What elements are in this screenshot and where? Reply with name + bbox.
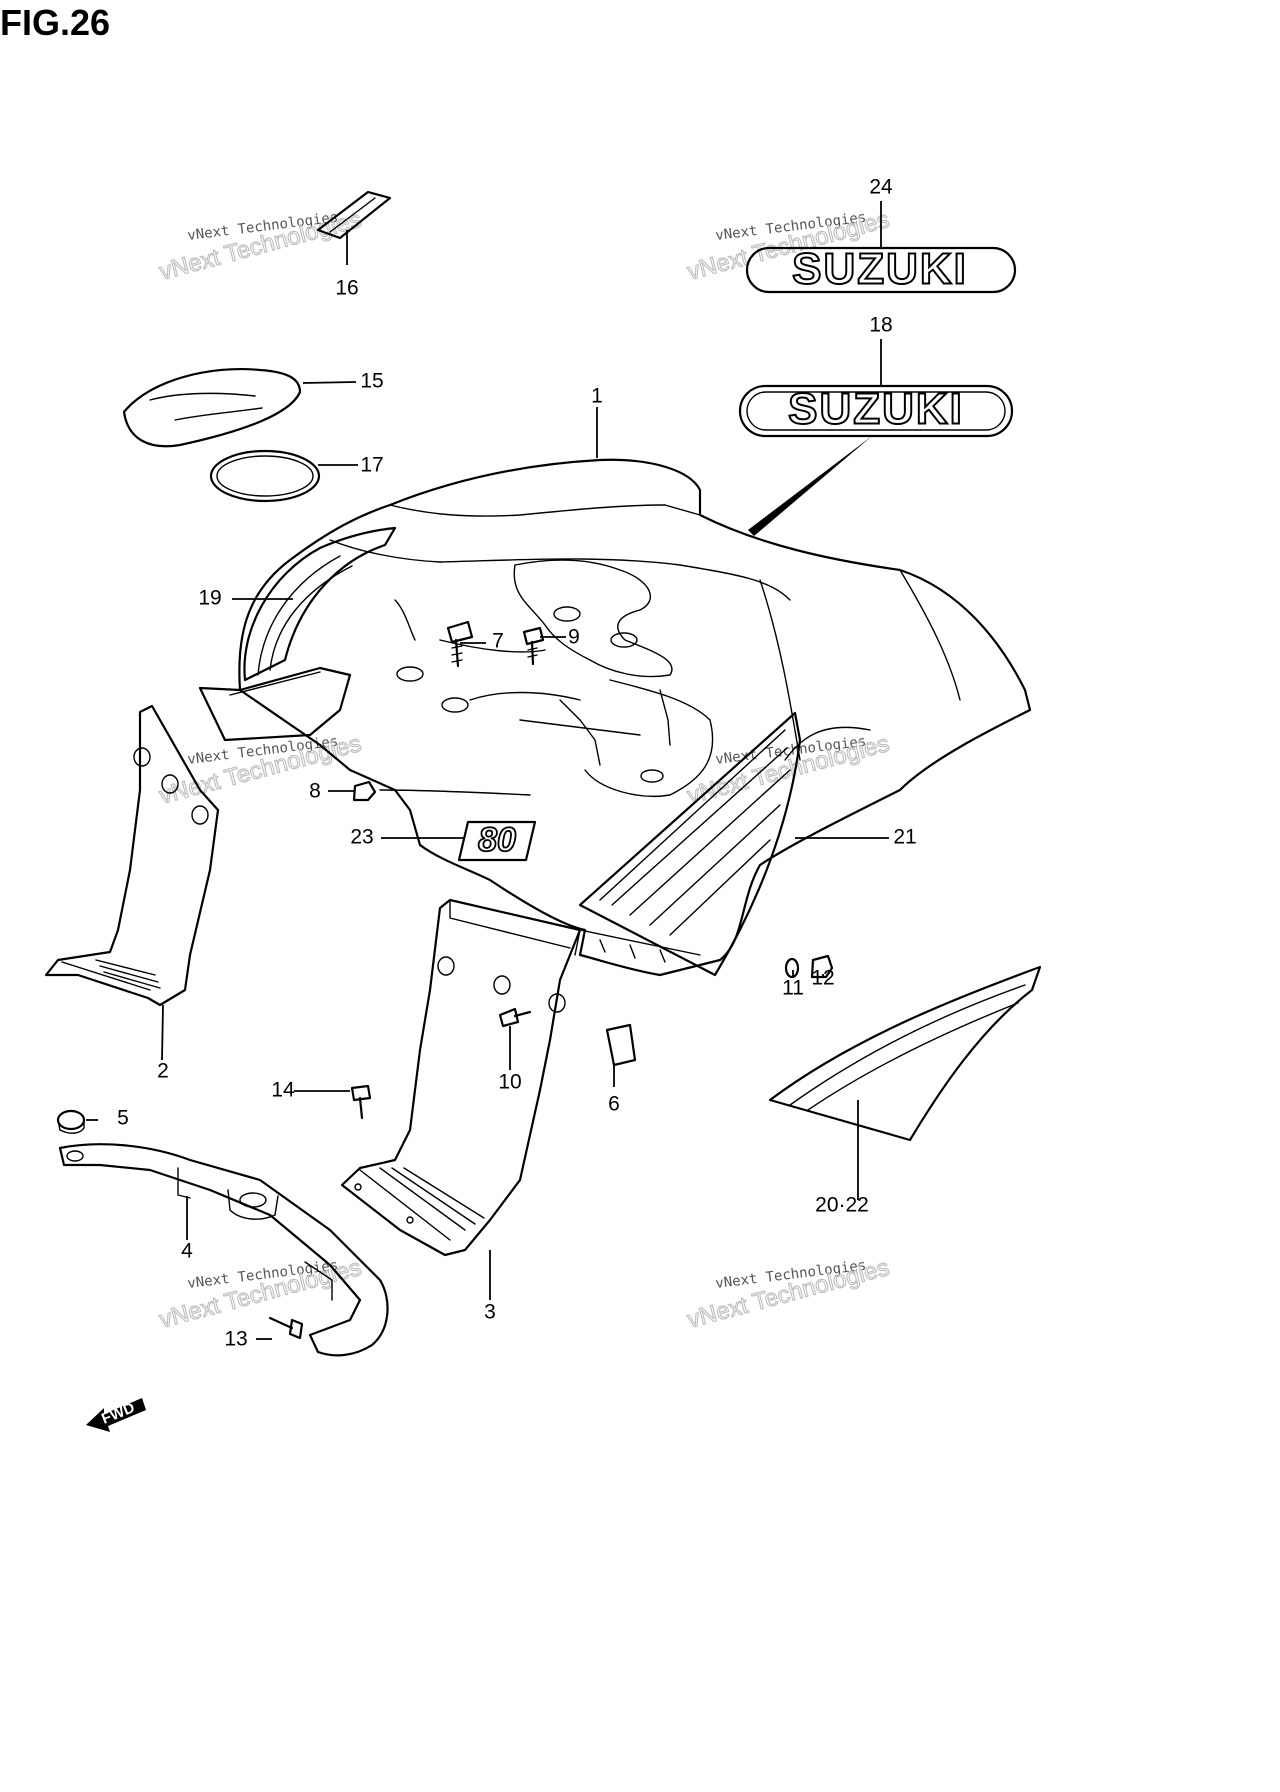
- svg-text:vNext Technologies: vNext Technologies: [685, 1254, 893, 1334]
- part-6-clip: [605, 1023, 637, 1067]
- leader-lines: [86, 201, 889, 1340]
- callout-10: 10: [498, 1071, 521, 1094]
- callout-9: 9: [568, 626, 580, 649]
- part-17-ring: [209, 449, 321, 503]
- callout-2: 2: [157, 1060, 169, 1083]
- part-8-nut: [352, 780, 377, 802]
- part-23-model-badge: 80: [457, 820, 537, 862]
- part-1-rear-fender: [198, 458, 1032, 977]
- part-18-suzuki-decal: SUZUKI: [738, 384, 1014, 438]
- callout-3: 3: [484, 1301, 496, 1324]
- part-5-cap: [56, 1109, 86, 1134]
- callout-8: 8: [309, 780, 321, 803]
- part-12-nut: [810, 954, 834, 979]
- callout-19: 19: [198, 587, 221, 610]
- part-24-suzuki-decal: SUZUKI: [745, 244, 1017, 295]
- part-14-bolt: [350, 1084, 372, 1120]
- part-16-strip: [316, 190, 392, 240]
- callout-6: 6: [608, 1093, 620, 1116]
- part-21-triangle-decal: [578, 711, 802, 977]
- decal-placement-arrow: [748, 436, 872, 536]
- callout-17: 17: [360, 454, 383, 477]
- svg-text:SUZUKI: SUZUKI: [788, 385, 964, 434]
- callout-20-22: 20·22: [815, 1194, 869, 1217]
- watermark: vNext Technologies vNext Technologies: [684, 1253, 893, 1334]
- part-20-22-side-decal: [768, 965, 1042, 1142]
- part-11-washer: [784, 957, 800, 979]
- callout-16: 16: [335, 277, 358, 300]
- fwd-arrow-icon: FWD: [86, 1398, 146, 1432]
- callout-23: 23: [350, 826, 373, 849]
- callout-15: 15: [360, 370, 383, 393]
- svg-text:SUZUKI: SUZUKI: [792, 245, 968, 294]
- callout-24: 24: [869, 176, 893, 199]
- part-9-bolt: [522, 626, 545, 666]
- part-10-screw: [498, 1007, 532, 1028]
- callout-11: 11: [782, 977, 804, 1000]
- callout-7: 7: [492, 630, 504, 653]
- callout-4: 4: [181, 1240, 193, 1263]
- callout-21: 21: [893, 826, 916, 849]
- figure-title: FIG.26: [0, 2, 111, 43]
- part-2-left-mudflap: [44, 704, 220, 1007]
- callout-13: 13: [224, 1328, 247, 1351]
- part-3-right-mudflap: [340, 898, 582, 1257]
- part-4-grab-bar: [58, 1143, 389, 1357]
- watermark: vNext Technologies vNext Technologies: [156, 1253, 365, 1334]
- callout-1: 1: [591, 385, 603, 408]
- callout-18: 18: [869, 314, 892, 337]
- svg-text:FWD: FWD: [99, 1399, 137, 1428]
- part-19-stripe-decal: [243, 526, 397, 682]
- part-15-cover: [122, 368, 302, 448]
- part-7-bolt: [446, 620, 474, 668]
- svg-text:vNext Technologies: vNext Technologies: [157, 1254, 365, 1334]
- part-13-bolt: [268, 1316, 304, 1340]
- callout-labels: 1 2 3 4 5 6 7 8 9 10 11 12 13 14 15 16 1…: [117, 176, 917, 1351]
- callout-14: 14: [271, 1079, 295, 1102]
- callout-5: 5: [117, 1107, 129, 1130]
- svg-text:80: 80: [478, 821, 516, 859]
- callout-12: 12: [811, 967, 834, 990]
